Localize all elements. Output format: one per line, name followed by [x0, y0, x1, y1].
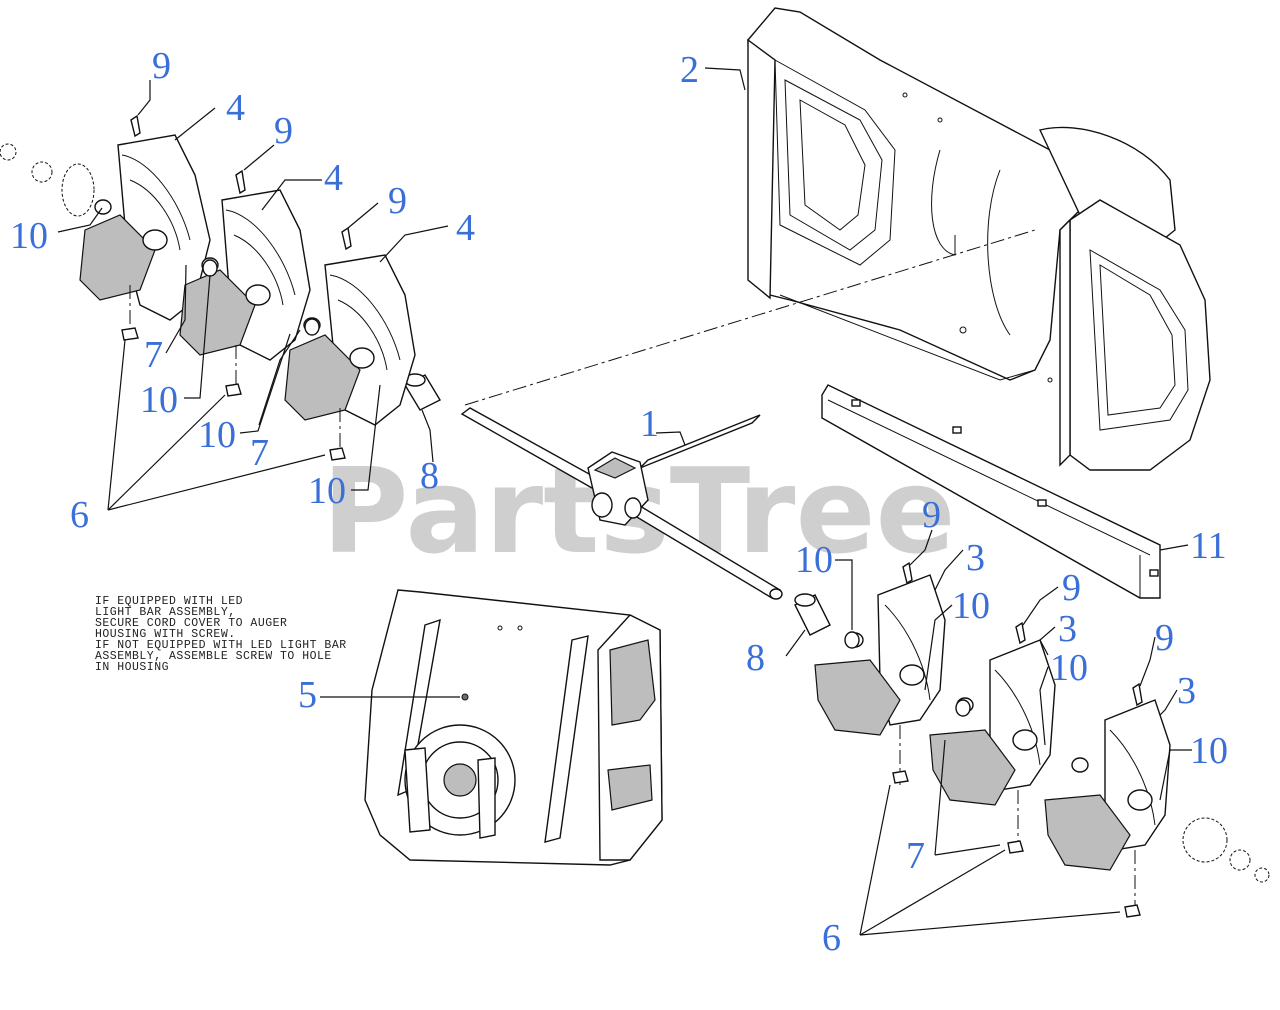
auger-housing-frame[interactable]: [747, 7, 1211, 471]
note-line-3: SECURE CORD COVER TO AUGER: [95, 617, 287, 630]
callout-2[interactable]: 2: [680, 49, 699, 91]
callout-7[interactable]: 7: [250, 432, 269, 474]
auger-flight-left-1[interactable]: [79, 134, 211, 321]
note-line-4: HOUSING WITH SCREW.: [95, 628, 236, 641]
callout-10[interactable]: 10: [1190, 730, 1228, 772]
assembly-note: IF EQUIPPED WITH LED LIGHT BAR ASSEMBLY,…: [95, 595, 347, 674]
callout-4[interactable]: 4: [226, 87, 245, 129]
left-end-hardware[interactable]: [0, 143, 341, 455]
callout-6[interactable]: 6: [70, 494, 89, 536]
bushing-lower[interactable]: [794, 593, 831, 636]
callout-9[interactable]: 9: [274, 110, 293, 152]
bushing-upper[interactable]: [404, 373, 441, 411]
auger-flight-right-2[interactable]: [929, 639, 1056, 806]
light-bar[interactable]: [821, 384, 1161, 599]
callout-9[interactable]: 9: [388, 180, 407, 222]
callout-8[interactable]: 8: [746, 637, 765, 679]
callout-labels: 9 4 9 4 10 9 4 2 7 10 10 7 1 8 10 6 9 11…: [10, 45, 1228, 959]
note-line-7: IN HOUSING: [95, 661, 169, 674]
callout-5[interactable]: 5: [298, 674, 317, 716]
callout-7[interactable]: 7: [906, 835, 925, 877]
auger-flight-right-3[interactable]: [1044, 699, 1171, 871]
auger-shaft-gearbox[interactable]: [460, 229, 1036, 600]
callout-9[interactable]: 9: [152, 45, 171, 87]
callout-10[interactable]: 10: [198, 414, 236, 456]
callout-10[interactable]: 10: [10, 215, 48, 257]
callout-9[interactable]: 9: [1155, 617, 1174, 659]
callout-3[interactable]: 3: [1177, 670, 1196, 712]
callout-3[interactable]: 3: [966, 537, 985, 579]
leader-lines: [57, 67, 1192, 936]
note-line-6: ASSEMBLY, ASSEMBLE SCREW TO HOLE: [95, 650, 332, 663]
callout-9[interactable]: 9: [922, 494, 941, 536]
auger-flight-left-3[interactable]: [284, 254, 416, 426]
note-line-2: LIGHT BAR ASSEMBLY,: [95, 606, 236, 619]
callout-11[interactable]: 11: [1190, 525, 1227, 567]
callout-10[interactable]: 10: [1050, 647, 1088, 689]
auger-housing[interactable]: [364, 589, 663, 866]
note-line-5: IF NOT EQUIPPED WITH LED LIGHT BAR: [95, 639, 347, 652]
auger-flight-right-1[interactable]: [814, 574, 946, 736]
callout-10[interactable]: 10: [795, 539, 833, 581]
callout-8[interactable]: 8: [420, 455, 439, 497]
callout-10[interactable]: 10: [952, 585, 990, 627]
callout-3[interactable]: 3: [1058, 608, 1077, 650]
hardware-bolts: [121, 114, 1143, 918]
callout-10[interactable]: 10: [308, 470, 346, 512]
callout-6[interactable]: 6: [822, 917, 841, 959]
callout-9[interactable]: 9: [1062, 567, 1081, 609]
callout-4[interactable]: 4: [456, 207, 475, 249]
auger-flight-left-2[interactable]: [179, 189, 311, 361]
callout-4[interactable]: 4: [324, 157, 343, 199]
callout-10[interactable]: 10: [140, 379, 178, 421]
callout-1[interactable]: 1: [640, 403, 659, 445]
note-line-1: IF EQUIPPED WITH LED: [95, 595, 243, 608]
callout-7[interactable]: 7: [144, 334, 163, 376]
